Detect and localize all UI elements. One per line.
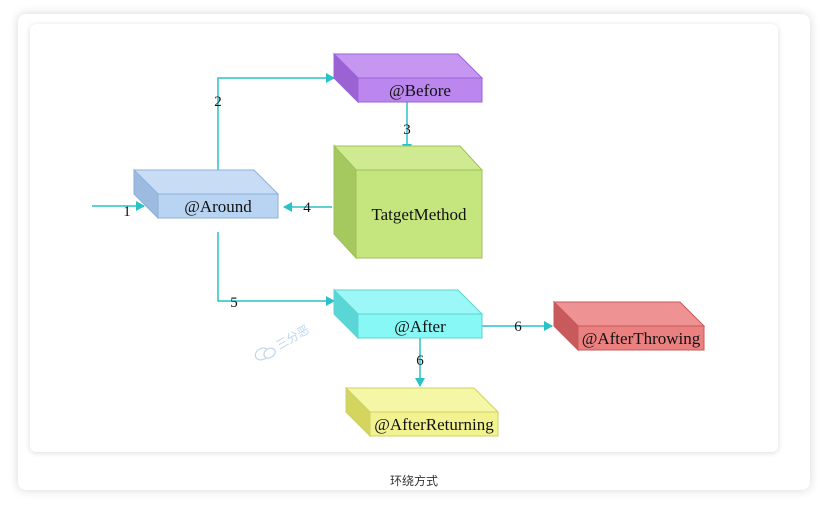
edge-1-label: 1 [123, 204, 131, 220]
node-after-label: @After [394, 317, 446, 336]
edge-2-arrow [217, 73, 335, 172]
node-after-throwing: @AfterThrowing [552, 300, 706, 352]
watermark: 三分恶 [254, 322, 312, 361]
edge-6-after-throwing-label: 6 [514, 319, 522, 335]
node-after: @After [332, 288, 484, 340]
node-before: @Before [332, 52, 484, 104]
edge-3-label: 3 [403, 122, 411, 138]
figure-caption: 环绕方式 [389, 474, 438, 488]
watermark-text: 三分恶 [274, 322, 312, 352]
figure-card: 三分恶 1 2 3 4 5 6 6 [18, 14, 810, 490]
edge-2-label: 2 [214, 94, 222, 110]
edge-4-label: 4 [303, 200, 311, 216]
wechat-icon [254, 347, 276, 361]
node-after-returning: @AfterReturning [344, 386, 500, 438]
node-after-throwing-label: @AfterThrowing [582, 329, 701, 348]
aop-advice-diagram: 三分恶 1 2 3 4 5 6 6 [92, 52, 706, 438]
edge-5-arrow [217, 232, 335, 306]
node-around-label: @Around [184, 197, 252, 216]
node-target-method: TatgetMethod [332, 144, 484, 260]
node-target-method-label: TatgetMethod [371, 205, 467, 224]
node-around: @Around [132, 168, 280, 220]
node-after-returning-label: @AfterReturning [374, 415, 494, 434]
diagram-panel: 三分恶 1 2 3 4 5 6 6 [30, 24, 778, 452]
node-before-label: @Before [389, 81, 451, 100]
edges [92, 73, 553, 387]
edge-5-label: 5 [230, 295, 238, 311]
edge-6-after-returning-label: 6 [416, 353, 424, 369]
